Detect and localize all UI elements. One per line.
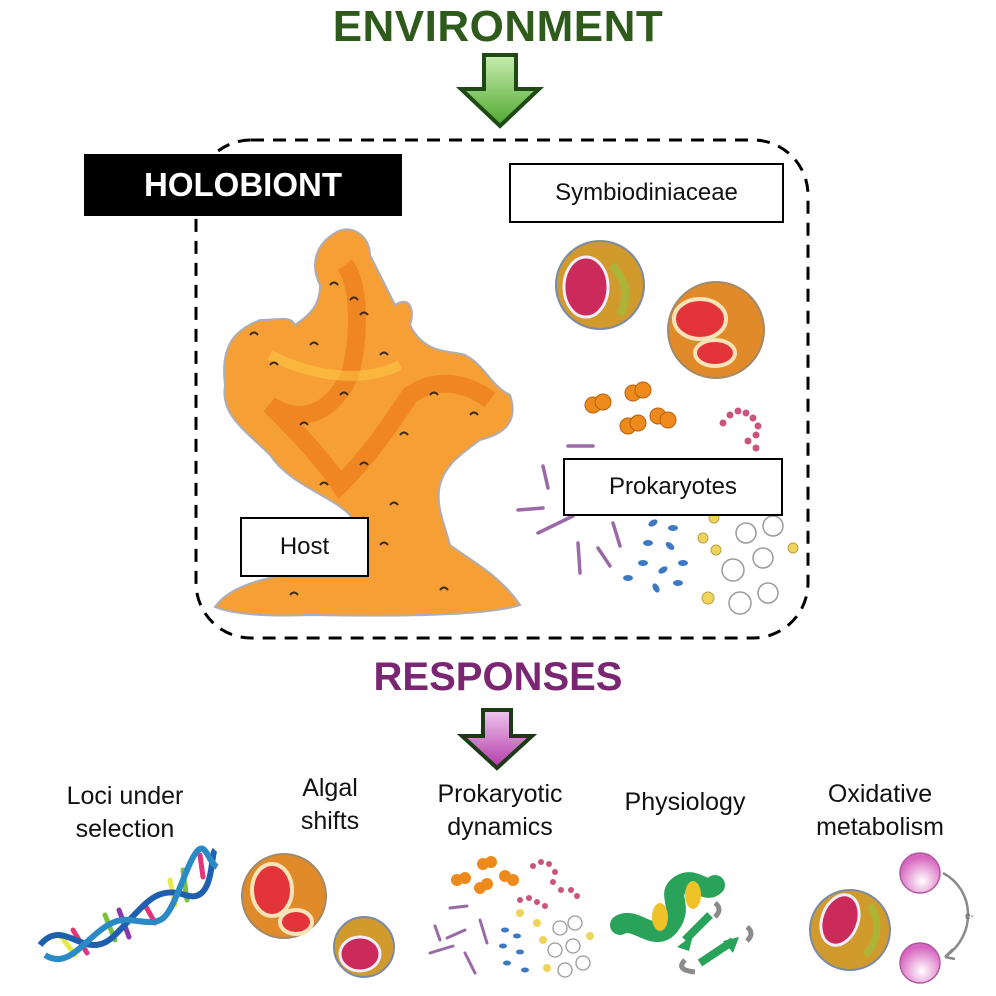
algal-cells-icon: [241, 853, 395, 978]
holobiont-boundary: [194, 138, 810, 640]
prokaryote-community-icon: [428, 856, 594, 978]
response-label-oxidative-line1: Oxidative: [827, 780, 933, 808]
response-label-prokaryotic: Prokaryotic dynamics: [415, 778, 585, 844]
response-label-loci-line1: Loci under: [66, 782, 184, 810]
response-label-oxidative-line2: metabolism: [816, 813, 944, 841]
environment-title: ENVIRONMENT: [332, 2, 664, 51]
response-label-loci-line2: selection: [75, 815, 175, 843]
symbiodiniaceae-label: Symbiodiniaceae: [509, 163, 784, 223]
response-label-physiology-line1: Physiology: [624, 788, 746, 816]
environment-arrow-icon: [455, 53, 545, 129]
symbiodiniaceae-cells-icon: [555, 240, 765, 379]
protein-structure-icon: [610, 872, 754, 975]
response-label-algal-line2: shifts: [300, 807, 360, 835]
responses-title: RESPONSES: [373, 655, 623, 699]
host-label: Host: [240, 517, 369, 577]
response-label-prokaryotic-line1: Prokaryotic: [437, 780, 563, 808]
electron-label: e-: [965, 911, 974, 922]
prokaryote-cells-icon: [516, 381, 799, 615]
response-label-algal: Algal shifts: [275, 772, 385, 838]
prokaryotes-label: Prokaryotes: [563, 458, 783, 516]
coral-host-icon: [213, 228, 522, 617]
response-label-oxidative: Oxidative metabolism: [795, 778, 965, 844]
response-label-physiology: Physiology: [600, 786, 770, 819]
response-label-loci: Loci under selection: [40, 780, 210, 846]
dna-helix-icon: [37, 845, 219, 962]
response-label-algal-line1: Algal: [302, 774, 358, 802]
response-label-prokaryotic-line2: dynamics: [447, 813, 553, 841]
responses-arrow-icon: [456, 708, 538, 771]
holobiont-label: HOLOBIONT: [84, 154, 402, 216]
electron-transfer-icon: e-: [809, 852, 974, 984]
